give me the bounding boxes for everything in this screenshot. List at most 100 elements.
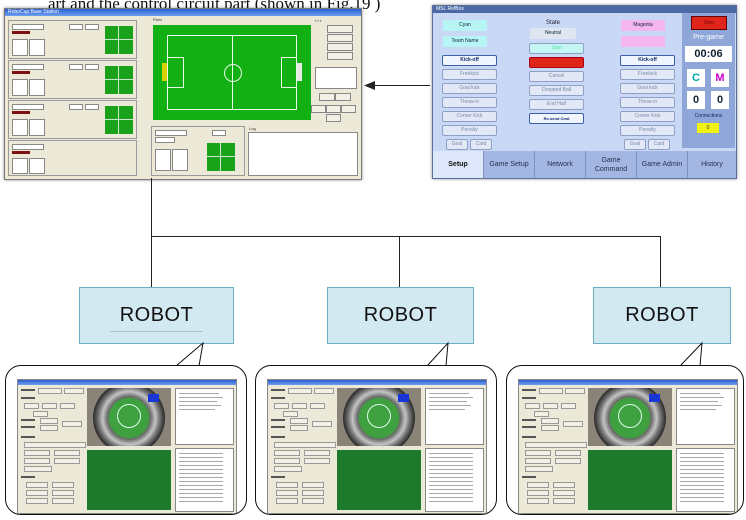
panel-1-button-a[interactable] xyxy=(69,24,83,30)
dropped-ball-button[interactable]: Dropped Ball xyxy=(529,85,584,96)
disconnect-button[interactable] xyxy=(335,93,351,101)
tab-network[interactable]: Network xyxy=(535,151,586,178)
robot-1-info-list[interactable] xyxy=(175,388,234,445)
right-penalty-button[interactable]: Penalty xyxy=(620,125,675,136)
connect-button[interactable] xyxy=(319,93,335,101)
right-card-button[interactable]: Card xyxy=(648,139,670,150)
robot-1-button-m[interactable] xyxy=(52,482,74,488)
robot-1-button-i[interactable] xyxy=(24,458,50,464)
robot-3-button-l[interactable] xyxy=(527,482,549,488)
robot-3-button-m[interactable] xyxy=(553,482,575,488)
robot-3-info-list[interactable] xyxy=(676,388,735,445)
right-goalkick-button[interactable]: Goal kick xyxy=(620,83,675,94)
tab-game-command[interactable]: Game Command xyxy=(586,151,637,178)
robot-3-button-q[interactable] xyxy=(553,498,575,504)
robot-3-button-d[interactable] xyxy=(561,403,576,409)
robot-3-input-b[interactable] xyxy=(541,418,559,424)
robot-2-button-g[interactable] xyxy=(274,450,300,456)
panel-2-button-a[interactable] xyxy=(69,64,83,70)
robot-2-log-list[interactable] xyxy=(425,448,484,512)
robot-2-button-m[interactable] xyxy=(302,482,324,488)
robot-3-button-k[interactable] xyxy=(525,466,553,472)
robot-1-button-j[interactable] xyxy=(54,458,80,464)
stop-button[interactable] xyxy=(326,105,341,113)
left-card-button[interactable]: Card xyxy=(470,139,492,150)
panel-5-direction-pad[interactable] xyxy=(207,143,235,171)
robot-2-button-l[interactable] xyxy=(276,482,298,488)
robot-2-input-c[interactable] xyxy=(290,425,308,431)
robot-3-button-p[interactable] xyxy=(527,498,549,504)
start-button[interactable]: Start xyxy=(529,43,584,54)
left-kickoff-button[interactable]: Kick-off xyxy=(442,55,497,66)
robot-1-input-d[interactable] xyxy=(24,442,86,448)
resend-command-button[interactable]: Re-send Cmd xyxy=(529,113,584,124)
tab-game-setup[interactable]: Game Setup xyxy=(484,151,535,178)
robot-2-button-f[interactable] xyxy=(312,421,332,427)
robot-1-button-a[interactable] xyxy=(64,388,84,394)
right-goal-button[interactable]: Goal xyxy=(624,139,646,150)
robot-1-button-b[interactable] xyxy=(24,403,39,409)
right-cornerkick-button[interactable]: Corner Kick xyxy=(620,111,675,122)
robot-2-button-c[interactable] xyxy=(292,403,307,409)
robot-3-button-i[interactable] xyxy=(525,458,551,464)
options-box[interactable] xyxy=(315,67,357,89)
robot-3-button-g[interactable] xyxy=(525,450,551,456)
robot-2-input-d[interactable] xyxy=(274,442,336,448)
robot-3-input-a[interactable] xyxy=(539,388,563,394)
robot-1-button-d[interactable] xyxy=(60,403,75,409)
robot-1-input-b[interactable] xyxy=(40,418,58,424)
team-right-name[interactable] xyxy=(621,36,665,47)
soccer-field-display[interactable] xyxy=(153,25,311,120)
log-textbox[interactable] xyxy=(248,132,358,176)
left-freekick-button[interactable]: Freekick xyxy=(442,69,497,80)
right-kickoff-button[interactable]: Kick-off xyxy=(620,55,675,66)
robot-1-button-q[interactable] xyxy=(52,498,74,504)
panel-3-button-b[interactable] xyxy=(85,104,99,110)
panel-3-direction-pad[interactable] xyxy=(105,106,133,134)
robot-1-button-l[interactable] xyxy=(26,482,48,488)
robot-2-button-b[interactable] xyxy=(274,403,289,409)
robot-1-button-c[interactable] xyxy=(42,403,57,409)
control-button-3[interactable] xyxy=(327,43,353,51)
robot-1-button-e[interactable] xyxy=(33,411,48,417)
robot-3-button-n[interactable] xyxy=(527,490,549,496)
robot-3-button-e[interactable] xyxy=(534,411,549,417)
reset-button[interactable] xyxy=(341,105,356,113)
robot-2-button-i[interactable] xyxy=(274,458,300,464)
robot-2-button-d[interactable] xyxy=(310,403,325,409)
panel-5-button-a[interactable] xyxy=(212,130,226,136)
robot-2-input-b[interactable] xyxy=(290,418,308,424)
stop-button[interactable]: Stop xyxy=(529,57,584,68)
left-goalkick-button[interactable]: Goal kick xyxy=(442,83,497,94)
left-throwin-button[interactable]: Throw-in xyxy=(442,97,497,108)
robot-1-button-h[interactable] xyxy=(54,450,80,456)
robot-3-button-b[interactable] xyxy=(525,403,540,409)
panel-1-direction-pad[interactable] xyxy=(105,26,133,54)
robot-3-input-c[interactable] xyxy=(541,425,559,431)
tab-history[interactable]: History xyxy=(688,151,736,178)
end-half-button[interactable]: End Half xyxy=(529,99,584,110)
robot-3-button-h[interactable] xyxy=(555,450,581,456)
robot-2-button-q[interactable] xyxy=(302,498,324,504)
robot-1-button-k[interactable] xyxy=(24,466,52,472)
robot-3-input-d[interactable] xyxy=(525,442,587,448)
cancel-button[interactable]: Cancel xyxy=(529,71,584,82)
control-button-4[interactable] xyxy=(327,52,353,60)
robot-1-button-g[interactable] xyxy=(24,450,50,456)
tab-game-admin[interactable]: Game Admin xyxy=(637,151,688,178)
robot-3-button-j[interactable] xyxy=(555,458,581,464)
panel-1-button-b[interactable] xyxy=(85,24,99,30)
robot-1-button-n[interactable] xyxy=(26,490,48,496)
robot-3-button-f[interactable] xyxy=(563,421,583,427)
robot-2-button-j[interactable] xyxy=(304,458,330,464)
start-button[interactable] xyxy=(311,105,326,113)
panel-2-direction-pad[interactable] xyxy=(105,66,133,94)
left-goal-button[interactable]: Goal xyxy=(446,139,468,150)
right-throwin-button[interactable]: Throw-in xyxy=(620,97,675,108)
robot-3-button-c[interactable] xyxy=(543,403,558,409)
robot-1-input-c[interactable] xyxy=(40,425,58,431)
robot-1-button-p[interactable] xyxy=(26,498,48,504)
panel-2-button-b[interactable] xyxy=(85,64,99,70)
robot-2-input-a[interactable] xyxy=(288,388,312,394)
robot-2-info-list[interactable] xyxy=(425,388,484,445)
